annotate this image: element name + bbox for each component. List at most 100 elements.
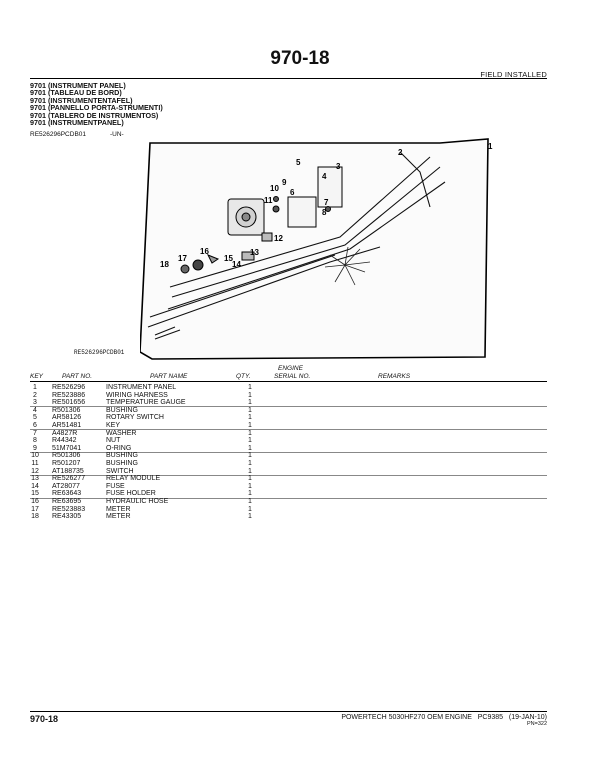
- row-part-no: RE526277: [52, 475, 86, 483]
- row-qty: 1: [248, 429, 252, 437]
- table-row: 13 RE526277 RELAY MODULE 1: [0, 475, 600, 483]
- row-part-name: SWITCH: [106, 467, 134, 475]
- callout-5: 5: [296, 158, 301, 167]
- row-key: 15: [31, 490, 39, 498]
- row-part-no: RE63643: [52, 490, 82, 498]
- callout-8: 8: [322, 208, 327, 217]
- row-part-name: RELAY MODULE: [106, 475, 161, 483]
- row-part-name: BUSHING: [106, 406, 138, 414]
- callout-4: 4: [322, 172, 327, 181]
- footer-catalog: PC9385: [477, 714, 504, 721]
- row-part-name: O-RING: [106, 444, 132, 452]
- callout-11: 11: [264, 196, 273, 205]
- row-key: 14: [31, 482, 39, 490]
- table-row: 11 R501207 BUSHING 1: [0, 460, 600, 468]
- row-part-name: KEY: [106, 422, 121, 429]
- row-qty: 1: [248, 406, 252, 414]
- remarks-column-header: REMARKS: [378, 373, 411, 380]
- callout-12: 12: [274, 234, 283, 243]
- row-qty: 1: [248, 414, 252, 422]
- row-part-no: R501306: [52, 406, 81, 414]
- row-qty: 1: [248, 513, 252, 521]
- row-key: 5: [33, 414, 37, 422]
- callout-2: 2: [398, 148, 403, 157]
- row-key: 6: [33, 422, 37, 429]
- row-part-no: RE523883: [52, 505, 86, 513]
- row-key: 7: [33, 429, 37, 437]
- row-key: 1: [33, 384, 37, 391]
- footer-date: (19-JAN-10): [508, 714, 547, 721]
- row-part-no: 51M7041: [52, 444, 82, 452]
- row-key: 17: [31, 505, 39, 513]
- row-qty: 1: [248, 391, 252, 399]
- callout-3: 3: [336, 162, 341, 171]
- wiring-harness-drawing: [147, 151, 446, 340]
- row-key: 3: [33, 399, 37, 407]
- callout-18: 18: [160, 260, 169, 269]
- row-part-no: AR58126: [52, 414, 82, 422]
- section-titles: 9701 (INSTRUMENT PANEL) 9701 (TABLEAU DE…: [30, 82, 163, 128]
- row-key: 4: [33, 406, 37, 414]
- row-part-name: BUSHING: [106, 452, 138, 460]
- section-title-fr: 9701 (TABLEAU DE BORD): [30, 88, 122, 98]
- part-no-column-header: PART NO.: [62, 373, 93, 380]
- callout-16: 16: [200, 247, 209, 256]
- illustration-reference: RE526296PCDB01: [74, 349, 125, 356]
- row-part-no: AT28077: [52, 482, 80, 490]
- row-qty: 1: [248, 460, 252, 467]
- row-qty: 1: [248, 399, 252, 407]
- callout-13: 13: [250, 248, 259, 257]
- row-qty: 1: [248, 467, 252, 475]
- harness-connector-bundle: [324, 246, 371, 286]
- row-key: 11: [31, 460, 39, 467]
- row-qty: 1: [248, 498, 252, 505]
- row-key: 16: [31, 498, 39, 505]
- qty-column-header: QTY.: [236, 373, 251, 380]
- section-title-it: 9701 (PANNELLO PORTA-STRUMENTI): [30, 103, 163, 113]
- row-part-name: FUSE HOLDER: [106, 490, 156, 498]
- row-group-rule: [30, 429, 547, 431]
- row-part-name: BUSHING: [106, 460, 138, 467]
- row-part-no: AR51481: [52, 422, 82, 429]
- row-part-no: A4827R: [52, 429, 78, 437]
- footer-info: POWERTECH 5030HF270 OEM ENGINE PC9385 (1…: [341, 714, 547, 721]
- row-part-name: FUSE: [106, 482, 125, 490]
- field-installed-label: FIELD INSTALLED: [480, 70, 547, 79]
- row-part-no: RE63695: [52, 498, 82, 505]
- footer-pn: PN=322: [526, 721, 547, 727]
- row-qty: 1: [248, 444, 252, 452]
- callout-9: 9: [282, 178, 287, 187]
- row-key: 8: [33, 437, 37, 445]
- row-group-rule: [30, 451, 547, 453]
- row-part-name: WIRING HARNESS: [106, 391, 168, 399]
- panel-outline: [140, 138, 489, 360]
- table-row: 14 AT28077 FUSE 1: [0, 483, 600, 491]
- row-part-no: RE501656: [52, 399, 86, 407]
- row-qty: 1: [248, 505, 252, 513]
- row-qty: 1: [248, 384, 252, 391]
- row-part-name: METER: [106, 513, 131, 521]
- row-key: 10: [31, 452, 39, 460]
- row-qty: 1: [248, 475, 252, 483]
- row-part-name: TEMPERATURE GAUGE: [106, 399, 186, 407]
- footer-product: POWERTECH 5030HF270 OEM ENGINE: [341, 714, 472, 721]
- row-part-name: HYDRAULIC HOSE: [106, 498, 169, 505]
- section-title-sv: 9701 (INSTRUMENTPANEL): [30, 118, 124, 128]
- row-part-no: RE43305: [52, 513, 82, 521]
- callout-10: 10: [270, 184, 279, 193]
- row-part-no: AT188735: [52, 467, 84, 475]
- page-title: 970-18: [270, 48, 330, 69]
- row-qty: 1: [248, 482, 252, 490]
- row-qty: 1: [248, 422, 252, 429]
- row-group-rule: [30, 474, 547, 476]
- row-key: 13: [31, 475, 39, 483]
- table-header-rule: [30, 381, 547, 382]
- row-part-no: R501207: [52, 460, 81, 467]
- table-row: 3 RE501656 TEMPERATURE GAUGE 1: [0, 399, 600, 407]
